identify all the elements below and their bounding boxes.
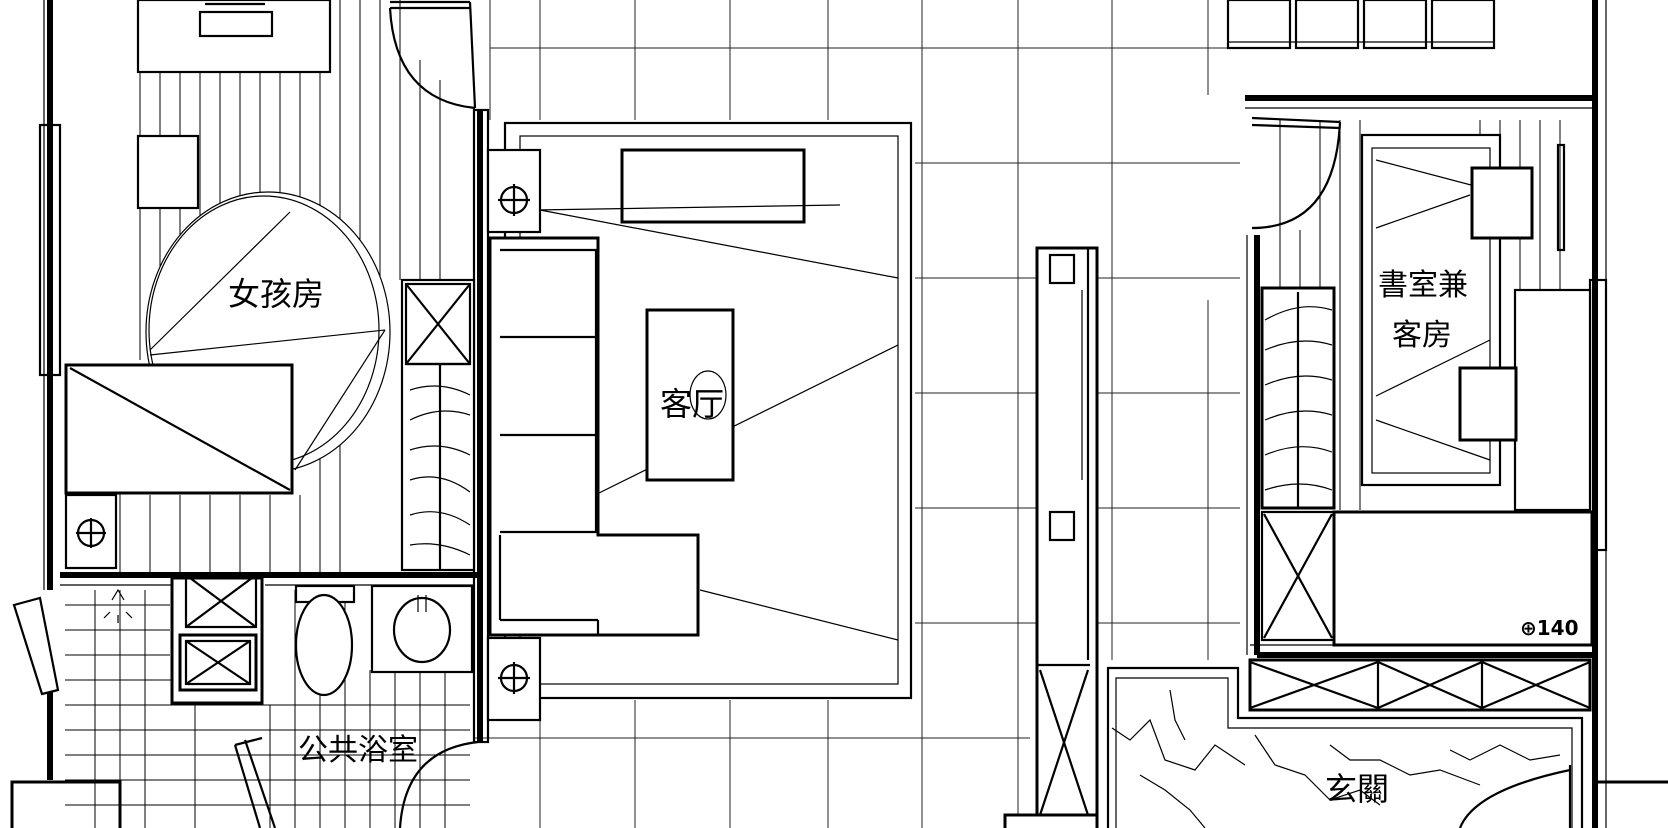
study-room-label-line2: 客房 [1392, 318, 1452, 353]
public-bath-label: 公共浴室 [298, 733, 418, 768]
public-bathroom: 公共浴室 [12, 573, 479, 828]
bath-tile-grid [65, 590, 470, 828]
girls-room-label: 女孩房 [228, 275, 324, 313]
study-room: 書室兼 客房 ⊕140 [1226, 0, 1594, 712]
hall-cabinet [1003, 246, 1099, 828]
living-room-label: 客厅 [660, 385, 724, 423]
entrance: 玄關 [1106, 666, 1584, 828]
girls-room: 女孩房 [64, 0, 477, 575]
entrance-label: 玄關 [1325, 770, 1389, 808]
study-room-label-line1: 書室兼 [1378, 268, 1468, 303]
height-mark-label: ⊕140 [1520, 616, 1579, 640]
living-room: 客厅 [486, 121, 913, 722]
walls [10, 0, 1668, 828]
